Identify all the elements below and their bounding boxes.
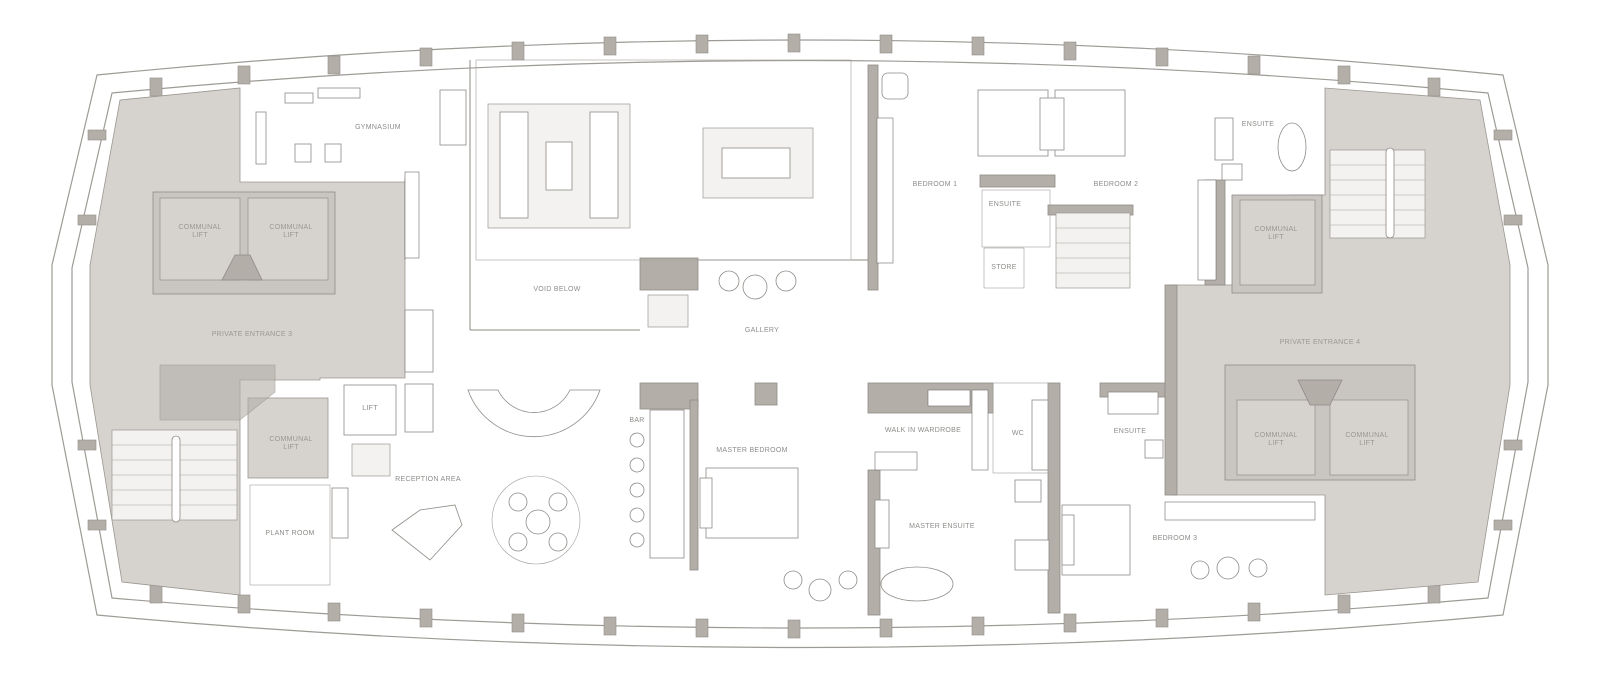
room-labels: GYMNASIUM VOID BELOW GALLERY BEDROOM 1 B… [212, 121, 1361, 542]
void-below [475, 59, 852, 261]
master-ensuite-furniture [874, 382, 1050, 602]
label-reception-area: RECEPTION AREA [395, 476, 461, 483]
west-core [89, 87, 406, 596]
building-shell [51, 33, 1549, 649]
label-private-entrance-4: PRIVATE ENTRANCE 4 [1280, 339, 1361, 346]
bar-furniture [629, 409, 685, 559]
label-plant-room: PLANT ROOM [265, 530, 314, 537]
label-lift: LIFT [362, 405, 378, 412]
reception-furniture [351, 309, 601, 565]
stair-east [1329, 147, 1426, 239]
bedroom-1-2-furniture [876, 72, 1131, 289]
label-gymnasium: GYMNASIUM [355, 124, 401, 131]
label-ensuite-3: ENSUITE [1114, 428, 1146, 435]
bedroom-3-furniture [1061, 504, 1268, 580]
label-gallery: GALLERY [745, 327, 779, 334]
label-bar: BAR [629, 417, 644, 424]
label-store: STORE [991, 264, 1017, 271]
label-master-ensuite: MASTER ENSUITE [909, 523, 975, 530]
label-walk-in-wardrobe: WALK IN WARDROBE [885, 427, 961, 434]
stair-west [111, 429, 238, 523]
label-ensuite-2: ENSUITE [1242, 121, 1274, 128]
label-bedroom-3: BEDROOM 3 [1153, 535, 1198, 542]
label-bedroom-2: BEDROOM 2 [1094, 181, 1139, 188]
master-bedroom-furniture [699, 389, 989, 602]
label-void-below: VOID BELOW [533, 286, 580, 293]
label-master-bedroom: MASTER BEDROOM [716, 447, 787, 454]
label-private-entrance-3: PRIVATE ENTRANCE 3 [212, 331, 293, 338]
label-wc: WC [1012, 430, 1024, 437]
gym-equipment [255, 87, 467, 259]
gallery-furniture [647, 270, 797, 328]
label-ensuite-1: ENSUITE [989, 201, 1021, 208]
plant-room [249, 484, 349, 586]
facade-mullions [77, 33, 1523, 639]
east-core [1164, 87, 1511, 596]
east-ensuite-furniture [1107, 117, 1307, 459]
label-bedroom-1: BEDROOM 1 [913, 181, 958, 188]
